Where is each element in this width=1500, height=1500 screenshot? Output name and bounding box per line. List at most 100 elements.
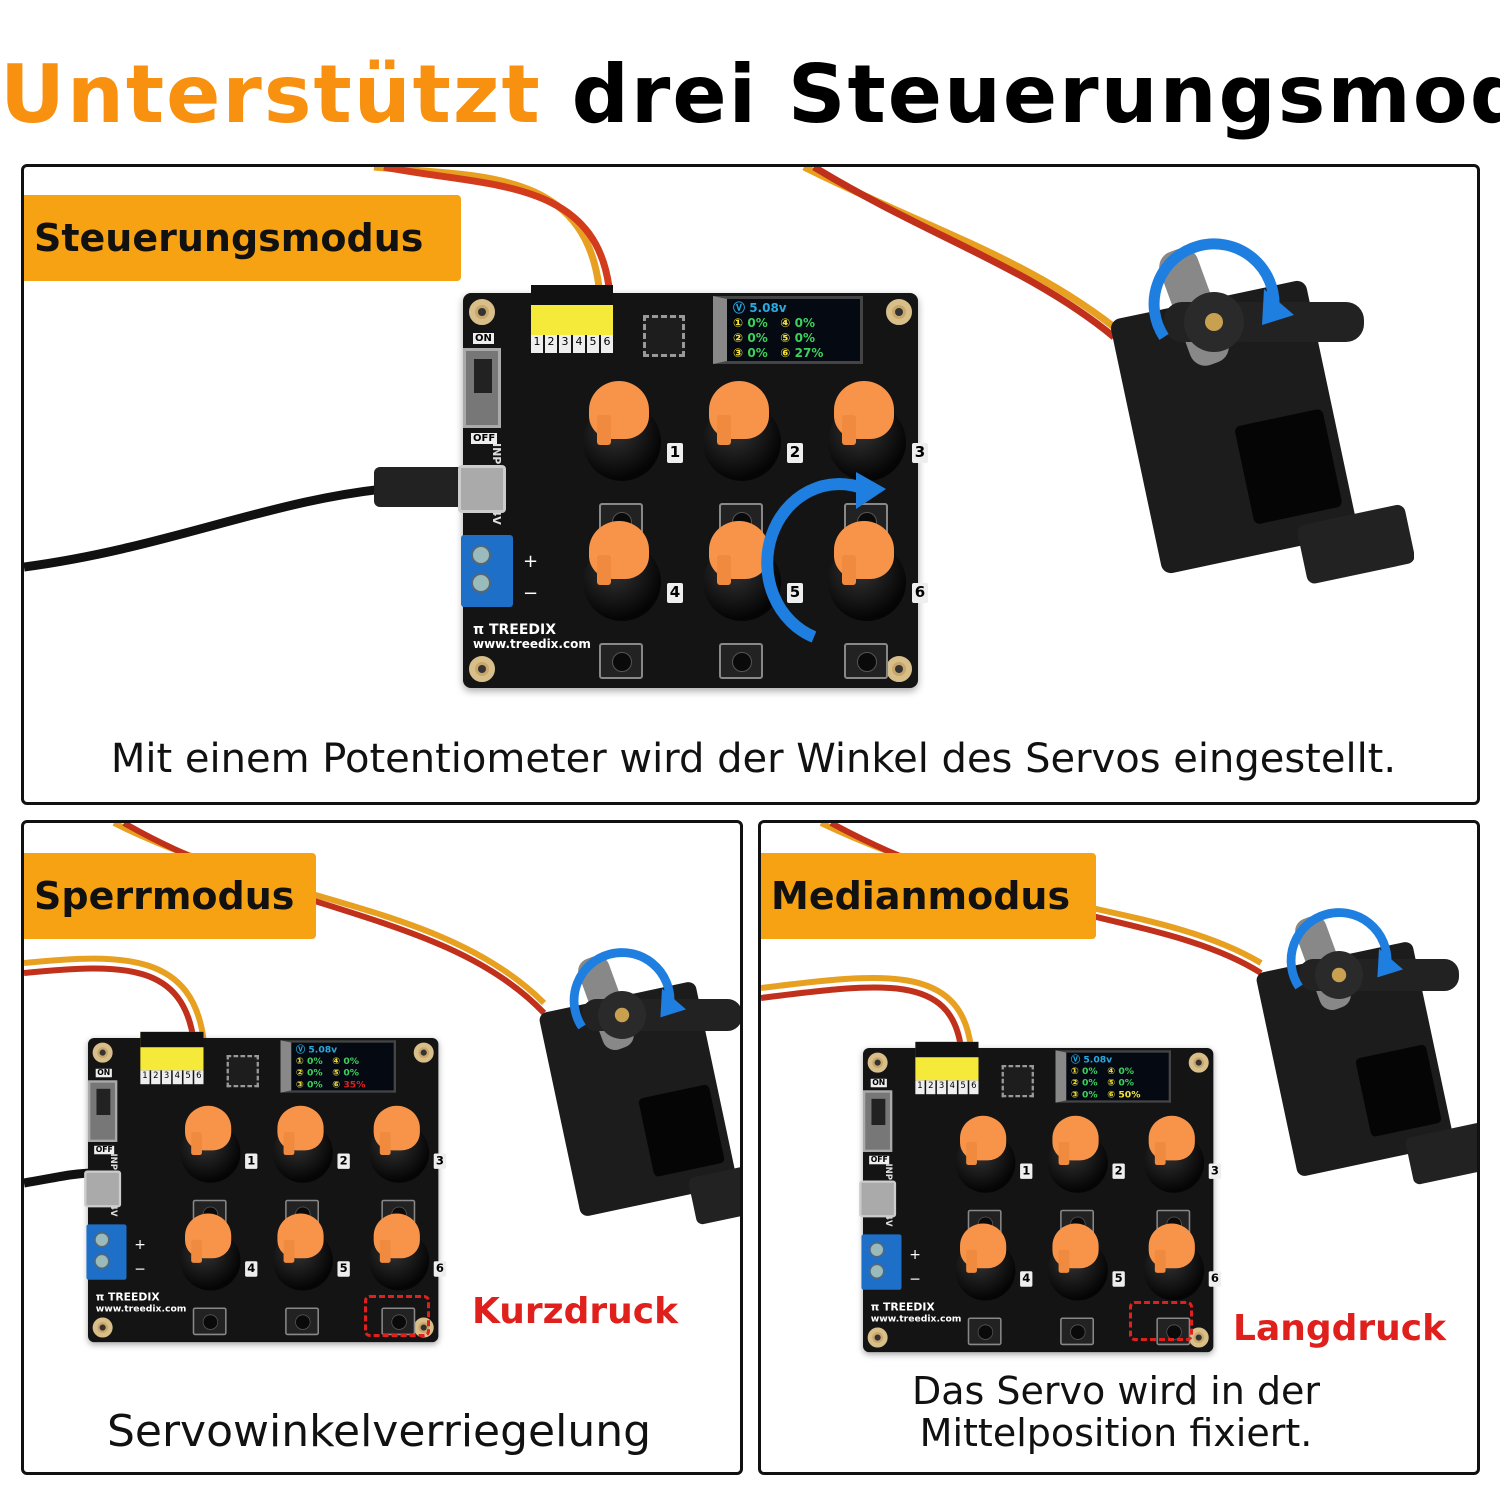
power-switch[interactable] <box>88 1080 118 1142</box>
headline-accent: Unterstützt <box>0 48 542 141</box>
header-number: 3 <box>936 1080 947 1095</box>
servo-header-pins <box>915 1041 979 1081</box>
channel-value: 0% <box>747 346 768 360</box>
push-button-5[interactable] <box>719 643 763 679</box>
microcontroller-chip <box>1001 1064 1034 1098</box>
knob-number: 4 <box>1020 1271 1033 1287</box>
channel-value: 0% <box>1081 1077 1098 1089</box>
plus-sign: + <box>523 551 539 572</box>
power-terminal <box>461 535 513 607</box>
mounting-hole <box>469 299 495 325</box>
header-number: 6 <box>194 1070 204 1085</box>
channel-value: 0% <box>1118 1065 1135 1077</box>
channel-value: 0% <box>747 331 768 345</box>
push-button-6[interactable] <box>381 1307 416 1336</box>
plus-sign: + <box>134 1236 146 1253</box>
potentiometer-knob-3[interactable] <box>1144 1115 1205 1193</box>
servo-drawing <box>1111 238 1415 584</box>
header-number: 3 <box>161 1070 172 1085</box>
potentiometer-knob-2[interactable] <box>1047 1115 1108 1193</box>
potentiometer-knob-2[interactable] <box>272 1105 333 1183</box>
switch-on-label: ON <box>870 1078 887 1088</box>
usb-c-port[interactable] <box>84 1170 122 1208</box>
switch-off-label: OFF <box>94 1145 115 1155</box>
minus-sign: − <box>523 583 539 604</box>
header-number: 2 <box>926 1080 936 1095</box>
push-button-5[interactable] <box>1060 1317 1094 1346</box>
push-button-4[interactable] <box>192 1307 227 1336</box>
header-number: 5 <box>183 1070 193 1085</box>
headline: Unterstützt drei Steuerungsmodi <box>0 48 1500 141</box>
knob-number: 4 <box>667 583 683 603</box>
minus-sign: − <box>909 1271 921 1288</box>
header-number: 4 <box>573 335 585 353</box>
brand-url: www.treedix.com <box>95 1302 187 1314</box>
servo-header-pins <box>531 285 613 335</box>
potentiometer-knob-6[interactable] <box>369 1213 430 1291</box>
button-6-highlight <box>364 1295 430 1337</box>
servo-header-pins <box>140 1031 204 1071</box>
potentiometer-knob-2[interactable] <box>703 381 781 481</box>
usb-c-port[interactable] <box>859 1180 897 1218</box>
plus-sign: + <box>909 1246 921 1263</box>
brand-name: TREEDIX <box>488 622 557 638</box>
knob-number: 1 <box>667 443 683 463</box>
knob-number: 5 <box>1112 1271 1125 1287</box>
potentiometer-knob-4[interactable] <box>180 1213 241 1291</box>
channel-value: 0% <box>306 1055 323 1067</box>
potentiometer-knob-6[interactable] <box>1144 1223 1205 1301</box>
power-switch[interactable] <box>463 348 501 428</box>
oled-screen: Ⓥ 5.08v ① 0% ④ 0%② 0% ⑤ 0%③ 0% ⑥ 35% <box>280 1040 396 1093</box>
mounting-hole <box>413 1042 434 1063</box>
knob-number: 2 <box>337 1153 350 1169</box>
potentiometer-knob-4[interactable] <box>583 521 661 621</box>
push-button-5[interactable] <box>285 1307 319 1336</box>
mode-caption: Das Servo wird in der Mittelposition fix… <box>761 1370 1471 1455</box>
oled-screen: Ⓥ 5.08v ① 0% ④ 0%② 0% ⑤ 0%③ 0% ⑥ 50% <box>1055 1050 1171 1103</box>
brand-name: TREEDIX <box>107 1291 160 1304</box>
brand-logo: π TREEDIX www.treedix.com <box>96 1292 187 1314</box>
potentiometer-knob-3[interactable] <box>369 1105 430 1183</box>
channel-value: 0% <box>1118 1077 1135 1089</box>
channel-value: 0% <box>306 1078 323 1090</box>
knob-number: 5 <box>337 1261 350 1277</box>
potentiometer-knob-5[interactable] <box>272 1213 333 1291</box>
mode-tag: Steuerungsmodus <box>24 195 461 281</box>
channel-value: 27% <box>794 346 824 360</box>
mounting-hole <box>469 656 495 682</box>
mounting-hole <box>867 1052 888 1073</box>
channel-value: 50% <box>1118 1088 1141 1100</box>
power-switch[interactable] <box>863 1090 893 1152</box>
header-number: 1 <box>531 335 543 353</box>
servo-motor <box>534 923 740 1294</box>
header-number: 4 <box>947 1080 957 1095</box>
push-button-4[interactable] <box>599 643 643 679</box>
potentiometer-knob-1[interactable] <box>955 1115 1016 1193</box>
header-number: 1 <box>140 1070 150 1085</box>
potentiometer-knob-3[interactable] <box>828 381 906 481</box>
potentiometer-knob-4[interactable] <box>955 1223 1016 1301</box>
potentiometer-knob-6[interactable] <box>828 521 906 621</box>
power-terminal <box>86 1224 127 1280</box>
channel-value: 35% <box>343 1078 366 1090</box>
channel-value: 0% <box>794 331 816 345</box>
usb-c-port[interactable] <box>458 465 506 513</box>
servo-motor <box>1251 883 1477 1254</box>
knob-number: 3 <box>912 443 928 463</box>
knob-number: 1 <box>245 1153 258 1169</box>
potentiometer-knob-1[interactable] <box>180 1105 241 1183</box>
brand-logo: π TREEDIX www.treedix.com <box>871 1302 962 1324</box>
potentiometer-knob-5[interactable] <box>703 521 781 621</box>
push-button-6[interactable] <box>844 643 888 679</box>
rotation-arrow-icon <box>1286 908 1392 990</box>
switch-on-label: ON <box>95 1068 112 1078</box>
rotation-arrow-icon <box>1148 238 1280 341</box>
mounting-hole <box>92 1042 113 1063</box>
press-label: Langdruck <box>1233 1308 1447 1349</box>
potentiometer-knob-5[interactable] <box>1047 1223 1108 1301</box>
push-button-4[interactable] <box>967 1317 1002 1346</box>
potentiometer-knob-1[interactable] <box>583 381 661 481</box>
